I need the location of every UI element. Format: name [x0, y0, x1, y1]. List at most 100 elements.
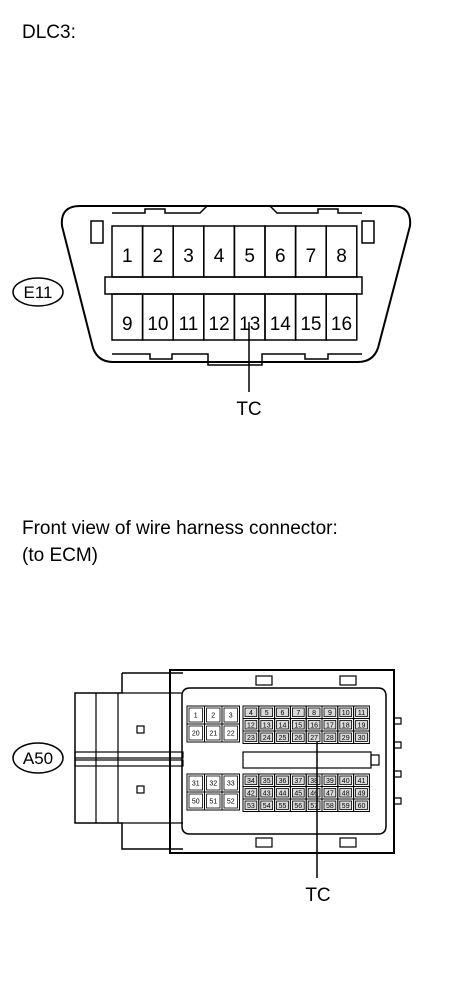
- ecm-pin-label-58: 58: [326, 803, 334, 810]
- ecm-pin-label-53: 53: [247, 803, 255, 810]
- ecm-pin-label-52: 52: [227, 799, 235, 806]
- ecm-pin-socket-23: [244, 732, 258, 742]
- dlc3-code-badge: [12, 277, 64, 307]
- ecm-pin-label-38: 38: [310, 778, 318, 785]
- ecm-pin-socket-36: [276, 775, 289, 785]
- ecm-pin-label-54: 54: [263, 803, 271, 810]
- ecm-pin-socket-21: [206, 725, 221, 741]
- dlc3-pin-label-12: 12: [209, 314, 230, 335]
- ecm-pin-socket-19: [355, 720, 368, 730]
- ecm-pin-label-49: 49: [358, 790, 366, 797]
- ecm-pin-socket-43: [260, 788, 273, 798]
- ecm-pin-socket-13: [260, 720, 273, 730]
- ecm-pin-label-1: 1: [194, 713, 198, 720]
- ecm-pin-label-36: 36: [279, 778, 287, 785]
- ecm-pin-socket-1: [188, 707, 203, 723]
- ecm-pin-label-5: 5: [265, 710, 269, 717]
- dlc3-pin-label-3: 3: [183, 246, 194, 267]
- dlc3-code-label: E11: [24, 283, 53, 302]
- ecm-pin-socket-54: [260, 800, 273, 810]
- dlc3-pin-label-7: 7: [306, 246, 317, 267]
- ecm-pin-socket-16: [307, 720, 321, 730]
- ecm-pin-label-51: 51: [209, 799, 217, 806]
- dlc3-tc-label: TC: [236, 399, 261, 420]
- ecm-housing-top-tab-2: [339, 675, 357, 686]
- dlc3-top-keyway: [112, 205, 362, 214]
- ecm-pin-label-17: 17: [326, 722, 334, 729]
- dlc3-pin-label-10: 10: [147, 314, 168, 335]
- ecm-pin-label-16: 16: [310, 722, 318, 729]
- ecm-pin-socket-53: [244, 800, 258, 810]
- ecm-right-clips: [394, 717, 402, 805]
- ecm-pin-socket-8: [307, 707, 321, 717]
- ecm-pin-socket-18: [339, 720, 352, 730]
- ecm-pin-label-45: 45: [294, 790, 302, 797]
- ecm-pin-socket-38: [307, 775, 321, 785]
- ecm-pin-label-13: 13: [263, 722, 271, 729]
- ecm-pin-socket-37: [291, 775, 305, 785]
- ecm-pin-socket-17: [323, 720, 337, 730]
- ecm-pin-label-23: 23: [247, 735, 255, 742]
- ecm-pin-socket-15: [291, 720, 305, 730]
- ecm-pin-cell-30: [353, 730, 370, 744]
- ecm-pin-socket-27: [307, 732, 321, 742]
- ecm-pin-label-4: 4: [249, 710, 253, 717]
- ecm-pin-socket-58: [323, 800, 337, 810]
- ecm-code-label: A50: [23, 749, 53, 768]
- ecm-tc-label: TC: [305, 885, 330, 906]
- dlc3-right-slot: [361, 220, 375, 244]
- ecm-pin-label-32: 32: [209, 781, 217, 788]
- dlc3-pin-label-2: 2: [153, 246, 164, 267]
- ecm-pin-label-7: 7: [296, 710, 300, 717]
- ecm-pin-socket-11: [355, 707, 368, 717]
- ecm-pin-cell-22: [221, 723, 240, 743]
- ecm-pin-socket-55: [276, 800, 289, 810]
- ecm-pin-label-10: 10: [342, 710, 350, 717]
- ecm-pin-socket-30: [355, 732, 368, 742]
- ecm-pin-socket-25: [276, 732, 289, 742]
- ecm-pin-cell-60: [353, 798, 370, 812]
- ecm-pin-label-34: 34: [247, 778, 255, 785]
- ecm-pin-label-21: 21: [209, 731, 217, 738]
- dlc3-pin-label-9: 9: [122, 314, 133, 335]
- ecm-pin-socket-7: [291, 707, 305, 717]
- ecm-pin-socket-33: [223, 775, 238, 791]
- ecm-pin-label-57: 57: [310, 803, 318, 810]
- ecm-pin-socket-47: [323, 788, 337, 798]
- ecm-title-line2: (to ECM): [22, 545, 98, 566]
- dlc3-pin-label-16: 16: [331, 314, 352, 335]
- ecm-pin-label-47: 47: [326, 790, 334, 797]
- ecm-pin-label-25: 25: [279, 735, 287, 742]
- ecm-pin-label-41: 41: [358, 778, 366, 785]
- dlc3-outer-shell: [60, 205, 412, 363]
- ecm-pin-socket-39: [323, 775, 337, 785]
- dlc3-bottom-keyway: [112, 353, 362, 366]
- ecm-pin-label-33: 33: [227, 781, 235, 788]
- ecm-pin-socket-40: [339, 775, 352, 785]
- dlc3-pin-label-11: 11: [179, 314, 199, 335]
- ecm-code-badge: [12, 742, 64, 774]
- ecm-pin-label-18: 18: [342, 722, 350, 729]
- ecm-pin-socket-26: [291, 732, 305, 742]
- dlc3-title: DLC3:: [22, 22, 76, 43]
- ecm-pin-label-9: 9: [328, 710, 332, 717]
- ecm-pin-socket-2: [206, 707, 221, 723]
- ecm-housing-top-tab: [255, 675, 273, 686]
- ecm-pin-socket-49: [355, 788, 368, 798]
- ecm-pin-socket-34: [244, 775, 258, 785]
- ecm-pin-label-50: 50: [192, 799, 200, 806]
- ecm-pin-socket-60: [355, 800, 368, 810]
- ecm-pin-socket-28: [323, 732, 337, 742]
- ecm-pin-socket-20: [188, 725, 203, 741]
- ecm-pin-socket-3: [223, 707, 238, 723]
- ecm-pin-socket-22: [223, 725, 238, 741]
- ecm-pin-label-22: 22: [227, 731, 235, 738]
- dlc3-left-slot: [90, 220, 104, 244]
- ecm-pin-socket-44: [276, 788, 289, 798]
- ecm-pin-label-3: 3: [229, 713, 233, 720]
- ecm-pin-socket-14: [276, 720, 289, 730]
- ecm-pin-label-31: 31: [192, 781, 200, 788]
- ecm-pin-socket-4: [244, 707, 258, 717]
- dlc3-pin-label-5: 5: [244, 246, 255, 267]
- ecm-pin-label-24: 24: [263, 735, 271, 742]
